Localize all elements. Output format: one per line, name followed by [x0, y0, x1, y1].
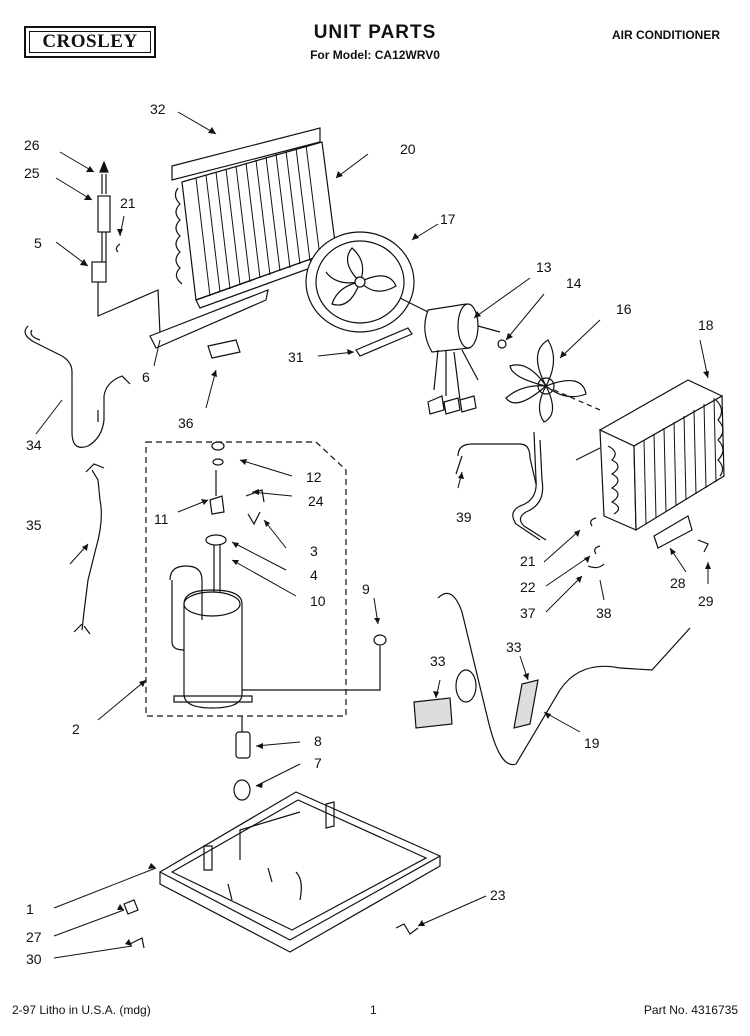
callout-4: 4 — [310, 567, 318, 583]
grommet — [233, 779, 251, 801]
callout-37: 37 — [520, 605, 536, 621]
callout-18: 18 — [698, 317, 714, 333]
callout-10: 10 — [310, 593, 326, 609]
callout-17: 17 — [440, 211, 456, 227]
brand-name: CROSLEY — [29, 31, 151, 53]
page-number: 1 — [370, 1003, 377, 1017]
clip — [129, 937, 145, 949]
callout-24: 24 — [308, 493, 324, 509]
callout-7: 7 — [314, 755, 322, 771]
callout-25: 25 — [24, 165, 40, 181]
callout-30: 30 — [26, 951, 42, 967]
callout-31: 31 — [288, 349, 304, 365]
callout-27: 27 — [26, 929, 42, 945]
callout-29: 29 — [698, 593, 714, 609]
callout-21b: 21 — [520, 553, 536, 569]
callout-32: 32 — [150, 101, 166, 117]
callout-35: 35 — [26, 517, 42, 533]
callout-28: 28 — [670, 575, 686, 591]
page-title: UNIT PARTS — [313, 22, 437, 43]
blower-wheel — [505, 339, 601, 423]
grommet-sleeve — [235, 731, 251, 759]
bracket-23 — [395, 923, 419, 935]
insulation-pad-2 — [513, 679, 539, 729]
callout-21a: 21 — [120, 195, 136, 211]
condenser-coil — [171, 127, 339, 309]
fan-shroud — [305, 231, 415, 333]
callout-38: 38 — [596, 605, 612, 621]
callout-20: 20 — [400, 141, 416, 157]
callout-6: 6 — [142, 369, 150, 385]
clip-29 — [697, 539, 709, 553]
callout-11: 11 — [154, 511, 169, 527]
callout-16: 16 — [616, 301, 632, 317]
base-pan — [158, 791, 442, 953]
capillary-tube — [24, 325, 131, 448]
insulation-pad — [413, 697, 453, 729]
callout-39: 39 — [456, 509, 472, 525]
callout-1: 1 — [26, 901, 34, 917]
callout-34: 34 — [26, 437, 42, 453]
callout-8: 8 — [314, 733, 322, 749]
compressor — [169, 441, 387, 709]
bracket-strip — [355, 327, 413, 357]
fan-motor — [399, 297, 507, 415]
insulation-block — [207, 339, 241, 359]
callout-23: 23 — [490, 887, 506, 903]
compressor-group-box — [145, 441, 347, 717]
callout-26: 26 — [24, 137, 40, 153]
print-info: 2-97 Litho in U.S.A. (mdg) — [12, 1003, 151, 1017]
callout-36: 36 — [178, 415, 194, 431]
callout-14: 14 — [566, 275, 582, 291]
callout-3: 3 — [310, 543, 318, 559]
callout-12: 12 — [306, 469, 322, 485]
refrigerant-line — [437, 592, 691, 766]
model-subtitle: For Model: CA12WRV0 — [310, 48, 440, 62]
screw — [123, 899, 139, 915]
evaporator-coil — [598, 379, 725, 532]
brand-logo: CROSLEY — [24, 26, 156, 58]
callout-33b: 33 — [506, 639, 522, 655]
callout-33a: 33 — [430, 653, 446, 669]
callout-9: 9 — [362, 581, 370, 597]
product-category: AIR CONDITIONER — [612, 28, 720, 42]
filter-bracket — [653, 515, 693, 549]
callout-2: 2 — [72, 721, 80, 737]
callout-22: 22 — [520, 579, 536, 595]
part-number: Part No. 4316735 — [643, 1003, 738, 1017]
power-cord — [81, 469, 102, 631]
callout-19: 19 — [584, 735, 600, 751]
callout-5: 5 — [34, 235, 42, 251]
drain-tube — [457, 443, 537, 485]
callout-13: 13 — [536, 259, 552, 275]
thermostat-assembly — [91, 160, 269, 349]
